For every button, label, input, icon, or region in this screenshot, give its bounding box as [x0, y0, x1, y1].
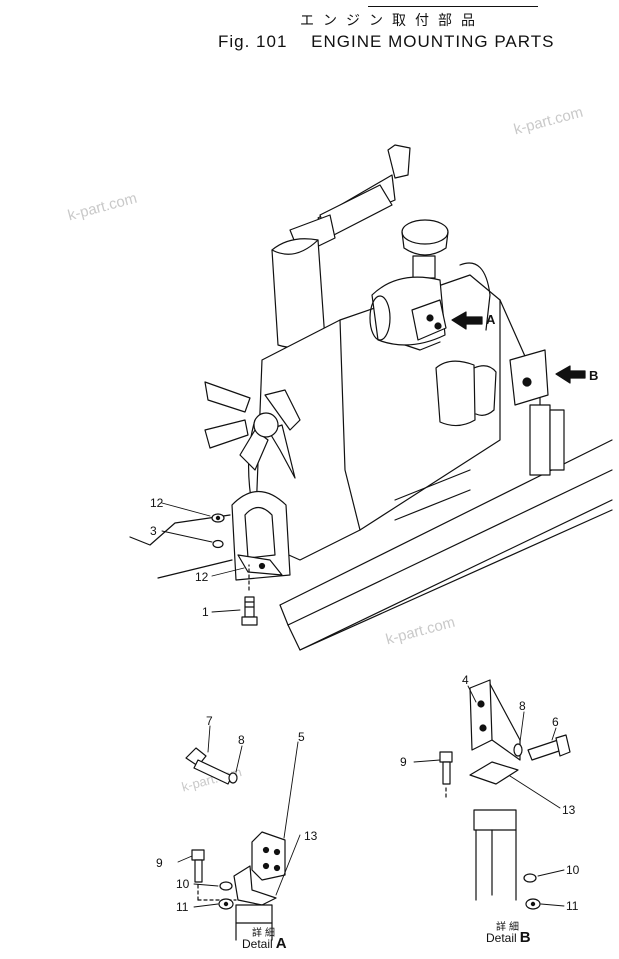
- detail-b-jp-caption: 詳細: [496, 922, 522, 933]
- detail-b-drawing: [413, 679, 571, 910]
- air-cleaner: [369, 219, 491, 346]
- detail-b-callout-9: 9: [400, 755, 407, 769]
- detail-b-callout-6: 6: [552, 715, 559, 729]
- arrow-b-label: B: [589, 368, 599, 383]
- detail-a-callout-10: 10: [176, 877, 190, 891]
- detail-b-callout-13: 13: [562, 803, 576, 817]
- figure-title: Fig. 101 ENGINE MOUNTING PARTS: [218, 32, 554, 52]
- arrow-a-label: A: [486, 312, 496, 327]
- cooling-fan: [204, 381, 301, 479]
- detail-a-jp-caption: 詳細: [252, 928, 278, 939]
- detail-b-label: Detail: [486, 931, 517, 945]
- detail-arrows: [451, 311, 586, 384]
- detail-a-callout-9: 9: [156, 856, 163, 870]
- rear-engine-bracket: [509, 349, 565, 476]
- detail-a-callout-8: 8: [238, 733, 245, 747]
- detail-b-callout-4: 4: [462, 673, 469, 687]
- detail-a-callout-5: 5: [298, 730, 305, 744]
- callout-12: 12: [195, 570, 209, 584]
- japanese-title: エンジン取付部品: [300, 13, 484, 29]
- detail-a-callout-13: 13: [304, 829, 318, 843]
- main-view-fasteners: [161, 502, 258, 626]
- callout-3: 12: [150, 496, 164, 510]
- callout-1: 1: [202, 605, 209, 619]
- title-rule: [368, 6, 538, 7]
- filter-canisters: [435, 360, 497, 427]
- detail-b-letter: B: [519, 929, 531, 946]
- exhaust-pipe: [289, 144, 411, 256]
- detail-a-callout-7: 7: [206, 714, 213, 728]
- detail-a-letter: A: [275, 935, 287, 952]
- detail-b-callout-10: 10: [566, 863, 580, 877]
- detail-a-callout-11: 11: [176, 900, 189, 914]
- detail-a-label: Detail: [242, 937, 273, 951]
- figure-number: Fig. 101: [218, 32, 288, 51]
- callout-2: 3: [150, 524, 157, 538]
- detail-a-drawing: [177, 725, 301, 941]
- figure-english-title: ENGINE MOUNTING PARTS: [311, 32, 555, 51]
- detail-b-callout-8: 8: [519, 699, 526, 713]
- air-cleaner-bracket: [404, 299, 447, 351]
- detail-b-callout-11: 11: [566, 899, 579, 913]
- front-engine-support: [231, 491, 291, 581]
